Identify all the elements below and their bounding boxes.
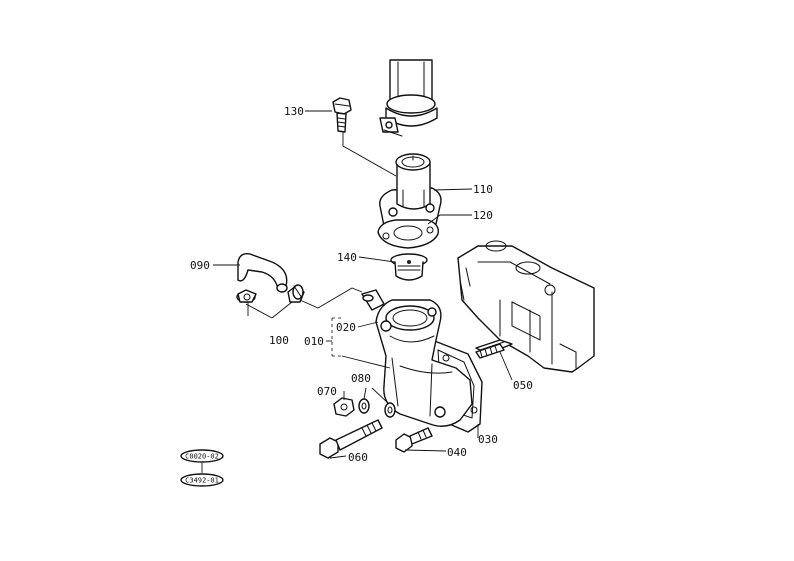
callout-140: 140: [337, 251, 357, 264]
leader-lines: [201, 110, 513, 473]
callout-080: 080: [351, 372, 371, 385]
upper-hose: [386, 59, 436, 114]
code-badge-2: C3492-01: [180, 473, 224, 487]
callout-120: 120: [473, 209, 493, 222]
nut-070: [333, 397, 355, 417]
callout-100: 100: [269, 334, 289, 347]
water-flange-110: [379, 153, 442, 232]
bolt-130: [332, 97, 352, 133]
stud-050: [475, 343, 505, 359]
bolt-060: [319, 419, 383, 459]
callout-110: 110: [473, 183, 493, 196]
code-c2: C3492-01: [185, 477, 219, 485]
bypass-hose-090: [237, 252, 288, 293]
code-c1: C0020-02: [185, 453, 219, 461]
code-badge-1: C0020-02: [180, 449, 224, 463]
callout-020: 020: [336, 321, 356, 334]
upper-hose-clamp: [379, 107, 438, 137]
callout-010: 010: [304, 335, 324, 348]
callout-030: 030: [478, 433, 498, 446]
callout-090: 090: [190, 259, 210, 272]
callout-130: 130: [284, 105, 304, 118]
housing-010: [361, 289, 473, 427]
callout-050: 050: [513, 379, 533, 392]
thermostat-140: [390, 253, 428, 281]
gasket-120: [377, 219, 439, 249]
callout-040: 040: [447, 446, 467, 459]
callout-070: 070: [317, 385, 337, 398]
bolt-040: [395, 427, 433, 453]
callout-060: 060: [348, 451, 368, 464]
washers-080: [358, 398, 396, 418]
hose-clamps-100: [236, 284, 305, 303]
